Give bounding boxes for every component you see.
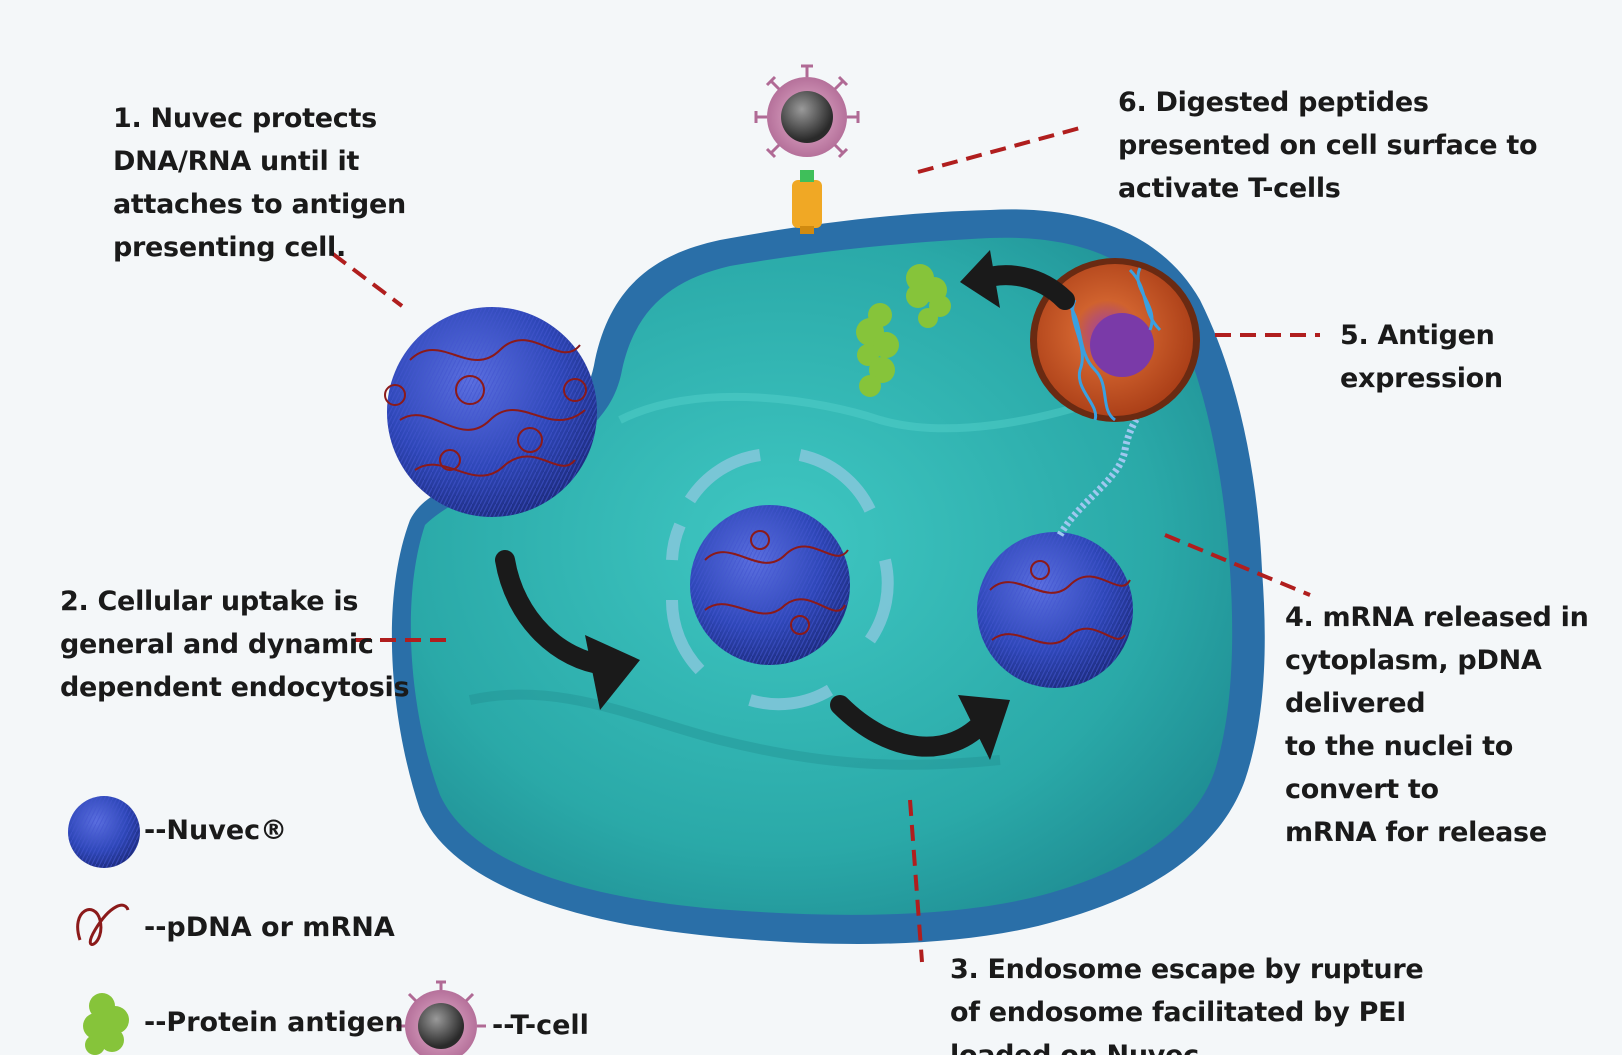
step2-label: 2. Cellular uptake is general and dynami… — [60, 580, 409, 709]
legend-tcell-label: --T-cell — [492, 1010, 589, 1041]
receptor-icon — [792, 170, 822, 234]
step6-label: 6. Digested peptides presented on cell s… — [1118, 81, 1537, 210]
released-nanoparticle — [977, 532, 1133, 688]
legend-protein-label: --Protein antigen — [144, 1007, 404, 1038]
legend-protein-icon — [83, 993, 129, 1055]
nucleic-acid-icon — [78, 905, 128, 944]
nanoparticle-icon — [385, 307, 597, 517]
legend-nuvec-icon — [68, 796, 140, 868]
step1-label: 1. Nuvec protects DNA/RNA until it attac… — [113, 97, 406, 269]
leader-step6 — [918, 128, 1080, 172]
step3-label: 3. Endosome escape by rupture of endosom… — [950, 948, 1423, 1055]
step5-label: 5. Antigen expression — [1340, 314, 1622, 400]
legend-dna-label: --pDNA or mRNA — [144, 912, 395, 943]
t-cell-icon — [756, 66, 858, 157]
step4-label: 4. mRNA released in cytoplasm, pDNA deli… — [1285, 596, 1622, 854]
legend-t-cell-icon — [396, 982, 486, 1055]
legend-nuvec-label: --Nuvec® — [144, 815, 287, 846]
